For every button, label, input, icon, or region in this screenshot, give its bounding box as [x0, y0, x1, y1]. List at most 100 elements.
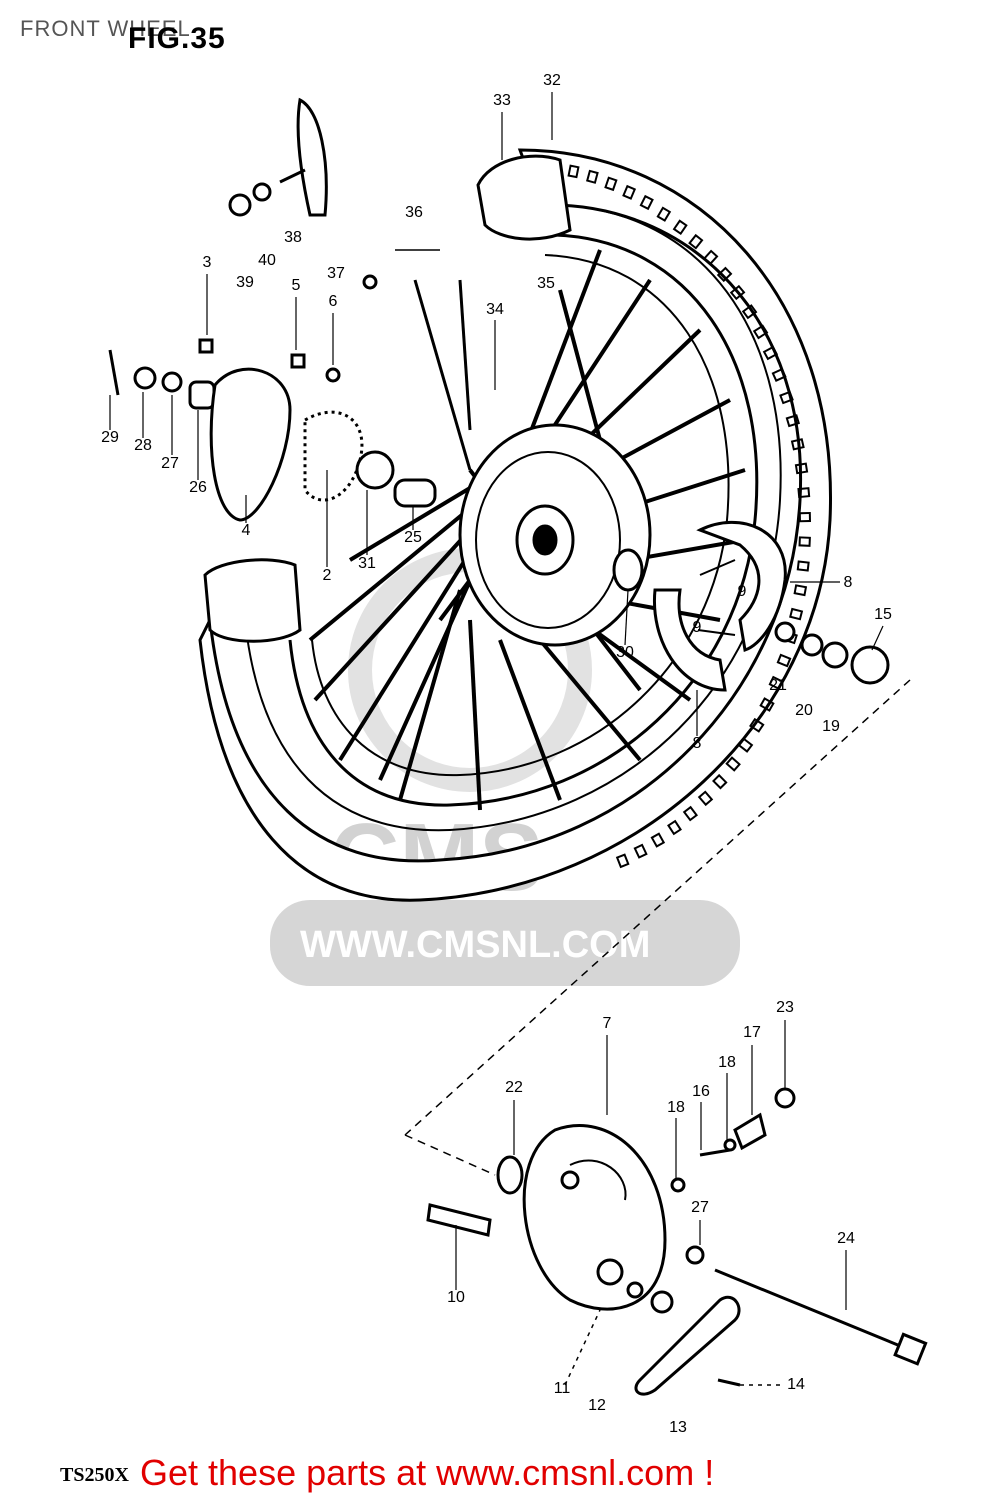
spoke [543, 278, 652, 442]
tread-block [656, 206, 672, 222]
tread-block [667, 819, 682, 836]
callout-number: 3 [203, 254, 212, 271]
callout-number: 37 [327, 265, 345, 282]
callout-leaders [109, 92, 884, 1310]
callout-number: 33 [493, 92, 511, 109]
tread-block [615, 853, 630, 869]
leader-line [624, 589, 629, 646]
callout-number: 20 [795, 702, 813, 719]
tread-block [586, 169, 599, 184]
spoke [313, 528, 472, 702]
callout-number: 16 [692, 1083, 710, 1100]
callout-number: 40 [258, 252, 276, 269]
cta-link[interactable]: Get these parts at www.cmsnl.com ! [140, 1452, 715, 1493]
tread-block [567, 164, 580, 179]
tread-block [737, 737, 754, 753]
callout-number: 29 [101, 429, 119, 446]
tread-block [749, 717, 765, 733]
callout-number: 15 [874, 606, 892, 623]
rim-band [203, 154, 572, 643]
callout-number: 38 [284, 229, 302, 246]
callout-number: 4 [242, 522, 251, 539]
tread-block [729, 284, 746, 301]
tread-block [785, 414, 800, 428]
brake-panel-group [426, 1087, 928, 1396]
tread-block [633, 843, 648, 859]
brake-dashes [564, 1309, 785, 1386]
spare-spokes [395, 249, 472, 471]
spoke [573, 328, 702, 452]
tread-block [697, 790, 714, 807]
callout-number: 26 [189, 479, 207, 496]
callout-number: 12 [588, 1397, 606, 1414]
callout-number: 27 [691, 1199, 709, 1216]
spoke [338, 558, 467, 762]
callout-number: 11 [554, 1380, 571, 1397]
callout-number: 5 [292, 277, 301, 294]
tread-block [798, 536, 811, 547]
callout-number: 23 [776, 999, 794, 1016]
callout-number: 13 [669, 1419, 687, 1436]
tread-block [798, 511, 812, 523]
tread-block [771, 367, 787, 382]
tread-block [762, 345, 779, 361]
tread-block [688, 233, 704, 250]
rim-lock [228, 97, 328, 217]
spoke [468, 619, 482, 811]
tread-block [752, 324, 769, 340]
tread-block [712, 773, 728, 790]
tire [198, 148, 832, 902]
callout-number: 24 [837, 1230, 855, 1247]
tread-block [794, 462, 809, 475]
callout-number: 19 [822, 718, 840, 735]
callout-number: 9 [738, 583, 747, 600]
callout-number: 10 [447, 1289, 465, 1306]
callout-number: 39 [236, 274, 254, 291]
left-parts [108, 274, 437, 522]
figure-number: FIG.35 [128, 22, 226, 55]
callout-number: 6 [329, 293, 338, 310]
callout-number: 25 [404, 529, 422, 546]
spoke [518, 249, 602, 461]
tread-block [702, 249, 719, 266]
tread-block [682, 805, 699, 822]
callout-number: 30 [616, 644, 634, 661]
callout-number: 22 [505, 1079, 523, 1096]
wheel-hub [458, 423, 652, 647]
model-label: TS250X [60, 1464, 129, 1486]
tread-block [604, 176, 618, 192]
callout-number: 18 [718, 1054, 736, 1071]
callout-number: 34 [486, 301, 504, 318]
tread-block [672, 219, 688, 235]
spoke [538, 638, 642, 762]
watermark-url: WWW.CMSNL.COM [300, 924, 650, 966]
watermark-url-badge [270, 900, 740, 986]
callout-number: 18 [667, 1099, 685, 1116]
callout-number: 2 [323, 567, 332, 584]
callout-number: 8 [844, 574, 853, 591]
page-title: FRONT WHEEL [20, 16, 191, 41]
callout-number: 21 [769, 677, 787, 694]
tread-block [797, 487, 811, 499]
callout-number: 32 [543, 72, 561, 89]
tread-block [768, 675, 784, 691]
callout-number: 14 [787, 1376, 805, 1393]
callout-number: 17 [743, 1024, 761, 1041]
callout-number: 35 [537, 275, 555, 292]
tread-block [789, 607, 804, 621]
tread-block [725, 756, 741, 772]
brake-shoes [652, 520, 890, 692]
callout-number: 7 [603, 1015, 612, 1032]
tread-block [622, 184, 637, 200]
spoke [558, 289, 602, 441]
callout-number: 28 [134, 437, 152, 454]
tread-block [759, 697, 775, 712]
callout-number: 27 [161, 455, 179, 472]
callout-number: 36 [405, 204, 423, 221]
spoke [308, 498, 482, 642]
callout-number: 9 [693, 619, 702, 636]
callout-number: 8 [693, 735, 702, 752]
callout-number: 31 [358, 555, 376, 572]
